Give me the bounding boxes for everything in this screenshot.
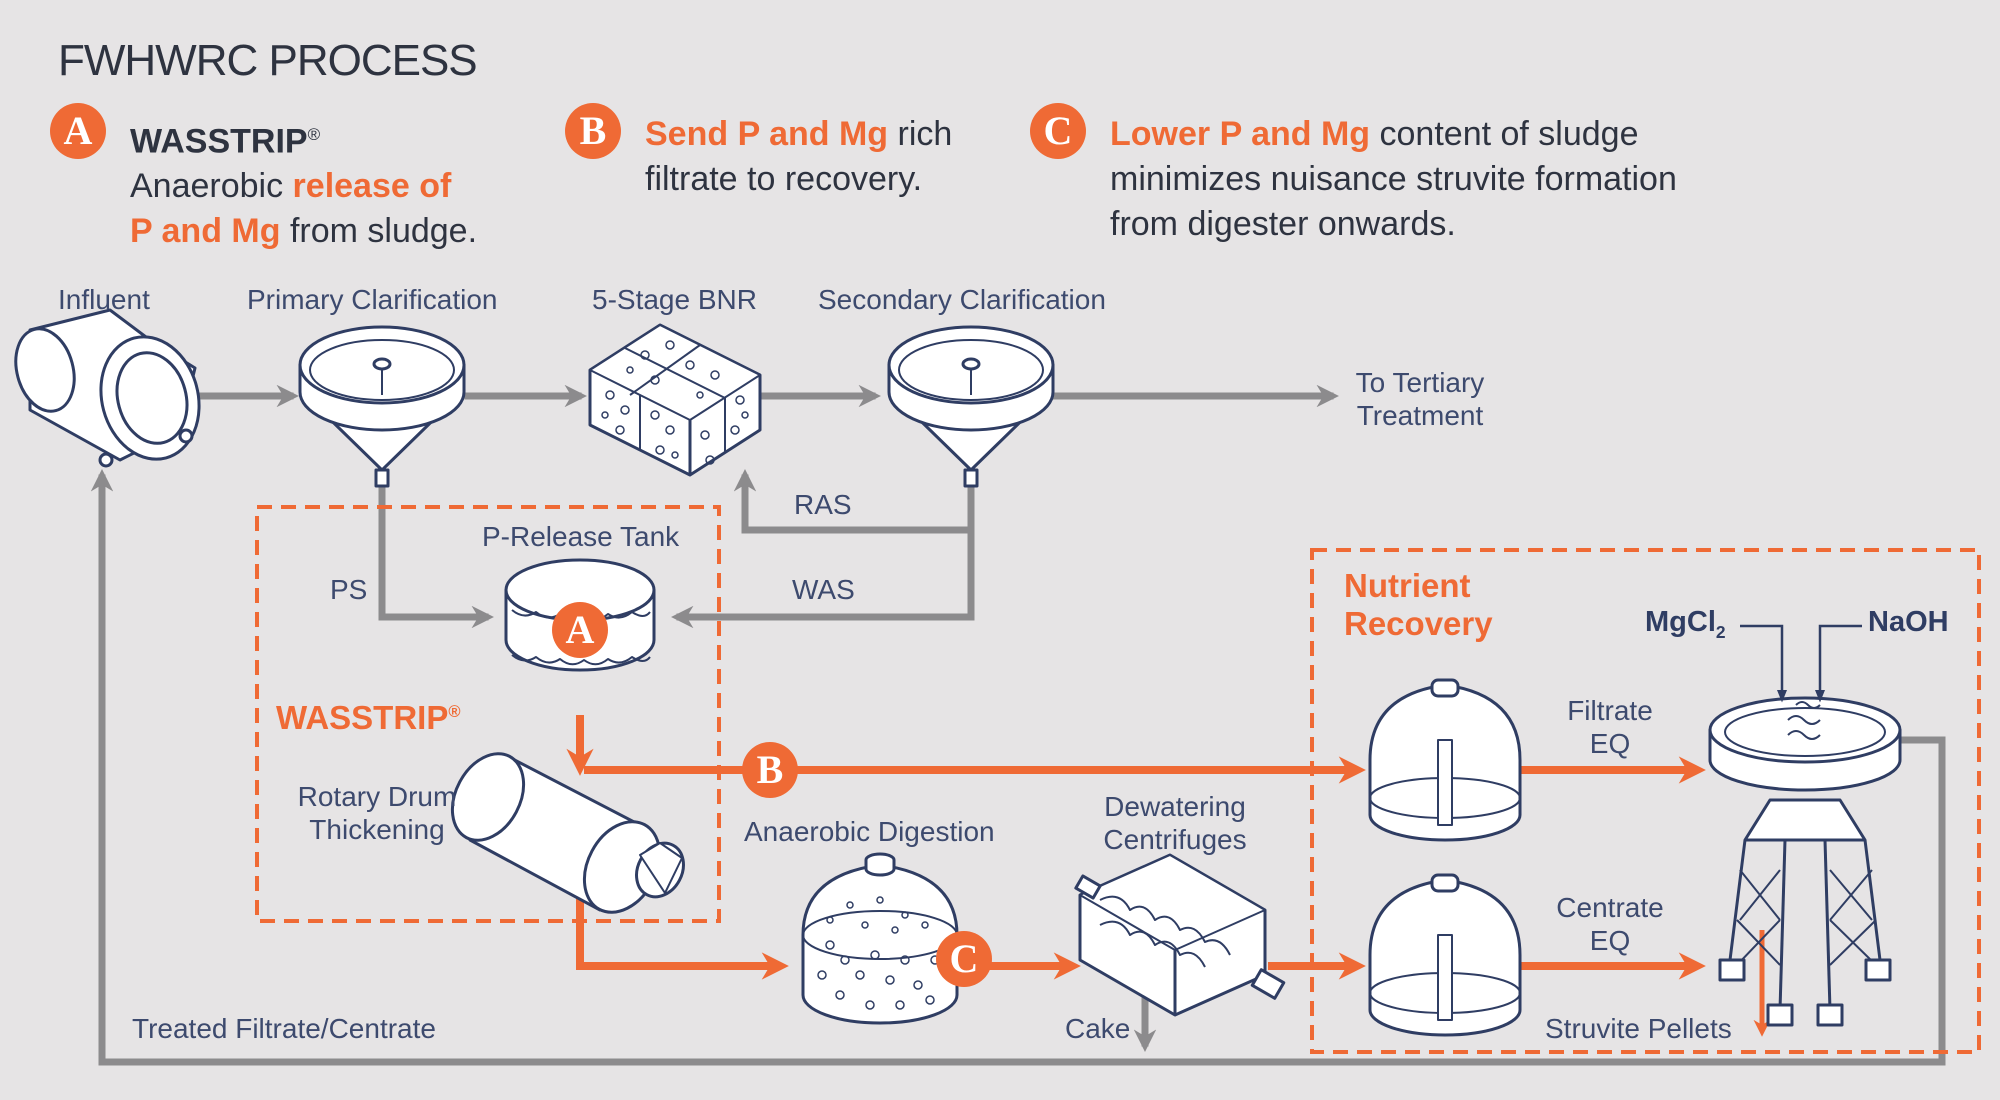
ras-label: RAS <box>794 489 852 520</box>
secondary-clarification-label: Secondary Clarification <box>818 284 1106 315</box>
naoh-label: NaOH <box>1868 606 1949 638</box>
struvite-reactor-icon <box>1708 696 1902 1027</box>
step-a-title: WASSTRIP <box>130 122 308 161</box>
badge-a: A <box>50 103 106 159</box>
badge-b: B <box>565 103 621 159</box>
wasstrip-box <box>255 505 721 923</box>
ps-label: PS <box>330 574 368 605</box>
secondary-clarifier-icon <box>887 325 1055 488</box>
primary-clarifier-icon <box>298 325 466 488</box>
step-b-text-2: filtrate to recovery. <box>645 160 923 198</box>
p-release-tank-label: P-Release Tank <box>482 521 680 552</box>
step-a-description: WASSTRIP® Anaerobic release of P and Mg … <box>130 112 477 254</box>
step-c-highlight: Lower P and Mg <box>1110 115 1371 153</box>
was-label: WAS <box>792 574 855 605</box>
step-a-text-2: from sludge. <box>280 212 478 251</box>
step-b-highlight: Send P and Mg <box>645 115 889 153</box>
nutrient-recovery-box <box>1310 548 1981 1054</box>
centrate-eq-tank-icon <box>1368 873 1522 1037</box>
naoh-dosing-line <box>1815 624 1862 703</box>
step-c-text-2: minimizes nuisance struvite formation <box>1110 160 1677 198</box>
step-c-description: Lower P and Mg content of sludge minimiz… <box>1110 112 1677 247</box>
filtrate-eq-tank-icon <box>1368 678 1522 842</box>
mgcl2-dosing-line <box>1740 624 1787 703</box>
ps-line <box>378 482 494 629</box>
registered-mark: ® <box>307 125 321 144</box>
step-a-highlight-2: P and Mg <box>130 212 281 251</box>
bnr-reactor-icon <box>588 323 762 477</box>
rotary-drum-icon <box>450 752 685 914</box>
step-c-text-3: from digester onwards. <box>1110 205 1456 243</box>
was-line <box>671 526 975 629</box>
anaerobic-digestion-label: Anaerobic Digestion <box>744 816 995 847</box>
gray-flow-lines <box>90 384 1946 1066</box>
primary-clarification-label: Primary Clarification <box>247 284 498 315</box>
step-c-text: content of sludge <box>1370 115 1639 153</box>
bnr-label: 5-Stage BNR <box>592 284 757 315</box>
page-title: FWHWRC PROCESS <box>58 36 478 85</box>
badge-c: C <box>1030 103 1086 159</box>
step-b-description: Send P and Mg rich filtrate to recovery. <box>645 112 952 202</box>
diagram-badge-a: A <box>552 602 608 658</box>
diagram-badge-b: B <box>742 742 798 798</box>
diagram-badge-c: C <box>936 931 992 987</box>
return-line <box>90 469 1946 1066</box>
drum-to-digestion-arrow <box>576 895 789 980</box>
mgcl2-label: MgCl2 <box>1645 606 1726 642</box>
ras-line <box>733 469 975 534</box>
cake-label: Cake <box>1065 1013 1131 1044</box>
influent-label: Influent <box>58 284 150 315</box>
struvite-pellets-label: Struvite Pellets <box>1545 1013 1732 1044</box>
step-a-highlight: release of <box>292 167 452 206</box>
step-b-text: rich <box>888 115 953 153</box>
treated-filtrate-label: Treated Filtrate/Centrate <box>132 1013 436 1044</box>
chemical-lines <box>1740 624 1862 703</box>
step-a-text: Anaerobic <box>130 167 293 206</box>
influent-pipe-icon <box>14 308 201 468</box>
anaerobic-digester-icon <box>801 852 959 1025</box>
centrifuge-icon <box>1074 853 1286 1017</box>
wasstrip-box-label: WASSTRIP® <box>276 699 461 736</box>
